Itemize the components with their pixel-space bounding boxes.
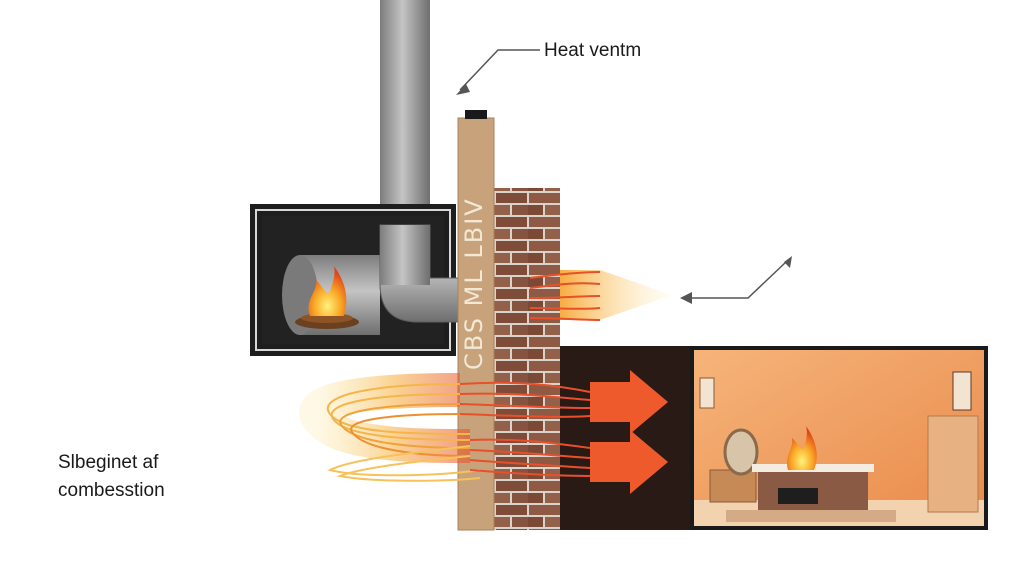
arrow-icon bbox=[456, 84, 470, 95]
wall-cavity bbox=[560, 346, 690, 530]
arrow-icon bbox=[784, 256, 792, 268]
pointer-lines bbox=[459, 49, 787, 299]
arrow-icon bbox=[590, 370, 668, 434]
heat-flow bbox=[299, 373, 481, 482]
brick-wall bbox=[494, 188, 560, 530]
vent-cap bbox=[465, 110, 487, 119]
combustion-label-line1: Slbeginet af bbox=[58, 452, 159, 473]
living-room bbox=[690, 346, 988, 530]
exhaust-plume bbox=[529, 270, 672, 321]
combustion-label: Slbeginet af combesstion bbox=[58, 449, 165, 505]
fire-icon bbox=[787, 426, 817, 470]
heat-vent-label: Heat ventm bbox=[544, 40, 642, 61]
combustion-label-line2: combesstion bbox=[58, 480, 165, 501]
wall-text: CBS ML LBIV bbox=[460, 197, 488, 370]
arrow-icon bbox=[590, 430, 668, 494]
heat-streams bbox=[459, 381, 591, 477]
arrow-icon bbox=[680, 292, 692, 304]
chimney-pipe bbox=[380, 0, 430, 240]
fire-icon bbox=[308, 266, 347, 316]
